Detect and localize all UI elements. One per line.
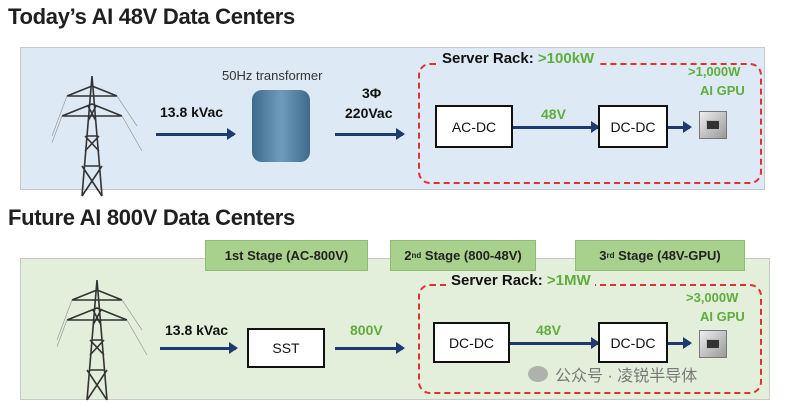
today-input-voltage: 13.8 kVac bbox=[160, 104, 224, 120]
rack-label: Server Rack: bbox=[442, 50, 534, 67]
rack-power: >1MW bbox=[546, 272, 591, 289]
future-gpu-label: AI GPU bbox=[700, 309, 745, 324]
stage-ordinal: 2 bbox=[404, 248, 412, 263]
today-output-voltage: 220Vac bbox=[345, 105, 393, 121]
gpu-chip-icon bbox=[699, 330, 727, 358]
future-bus-voltage: 48V bbox=[536, 322, 561, 338]
dc-voltage: 800V bbox=[350, 322, 383, 338]
gpu-chip-icon bbox=[699, 111, 727, 139]
wechat-icon bbox=[528, 366, 548, 382]
power-tower-icon bbox=[52, 76, 143, 197]
arrow-icon bbox=[160, 342, 238, 354]
today-title: Today’s AI 48V Data Centers bbox=[8, 4, 295, 29]
rack-label: Server Rack: bbox=[451, 272, 543, 289]
phase-label: 3Φ bbox=[362, 85, 382, 101]
stage-sup: nd bbox=[411, 251, 422, 260]
future-input-voltage: 13.8 kVac bbox=[165, 322, 229, 338]
arrow-icon bbox=[668, 121, 692, 133]
rack-power: >100kW bbox=[537, 50, 595, 67]
arrow-icon bbox=[335, 128, 405, 140]
stage-sup: rd bbox=[606, 251, 615, 260]
transformer-icon bbox=[252, 90, 310, 162]
dc-dc-box-2: DC-DC bbox=[598, 322, 668, 363]
stage-ordinal: 3 bbox=[599, 248, 607, 263]
arrow-icon bbox=[668, 337, 692, 349]
today-gpu-label: AI GPU bbox=[700, 83, 745, 98]
arrow-icon bbox=[510, 337, 600, 349]
arrow-icon bbox=[335, 342, 405, 354]
transformer-label: 50Hz transformer bbox=[222, 68, 323, 83]
dc-dc-box: DC-DC bbox=[598, 105, 668, 148]
future-title: Future AI 800V Data Centers bbox=[8, 205, 295, 230]
stage-tag-1: 1st Stage (AC-800V) bbox=[205, 240, 368, 271]
arrow-icon bbox=[513, 121, 600, 133]
arrow-icon bbox=[156, 128, 236, 140]
future-gpu-power: >3,000W bbox=[686, 290, 739, 305]
today-gpu-power: >1,000W bbox=[688, 64, 741, 79]
sst-box: SST bbox=[247, 328, 325, 368]
today-bus-voltage: 48V bbox=[541, 106, 566, 122]
today-rack-title: Server Rack: >100kW bbox=[438, 50, 599, 67]
stage-label: Stage (48V-GPU) bbox=[614, 248, 721, 263]
power-tower-icon bbox=[57, 280, 148, 401]
ac-dc-box: AC-DC bbox=[435, 105, 513, 148]
future-rack-title: Server Rack: >1MW bbox=[447, 272, 595, 289]
watermark: 公众号 · 凌锐半导体 bbox=[555, 368, 698, 385]
stage-label: Stage (800-48V) bbox=[421, 248, 522, 263]
dc-dc-box-1: DC-DC bbox=[433, 322, 510, 363]
